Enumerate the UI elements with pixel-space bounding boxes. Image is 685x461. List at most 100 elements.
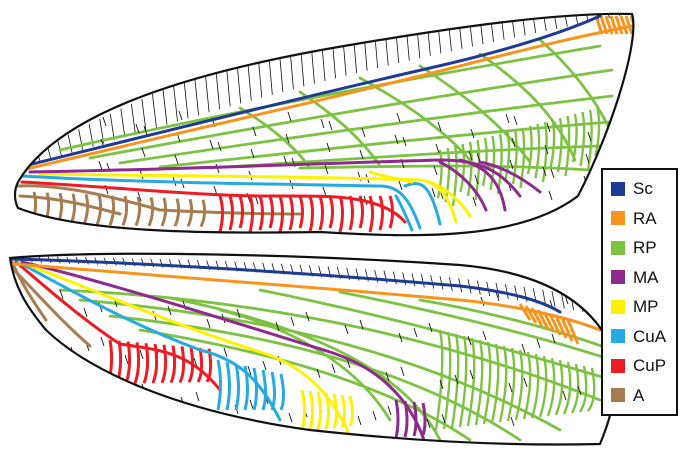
costal-crossvein: [431, 275, 434, 288]
cup-branch: [108, 340, 112, 384]
crossvein: [250, 400, 253, 409]
rp-branch: [492, 344, 498, 423]
rp-branch: [476, 340, 482, 425]
costal-crossvein: [405, 16, 409, 60]
crossvein: [388, 406, 391, 415]
legend-swatch: [611, 211, 625, 225]
costal-crossvein: [58, 140, 62, 156]
mp-branch: [326, 393, 329, 429]
costal-crossvein: [469, 10, 473, 47]
costal-crossvein: [247, 55, 251, 100]
cup-branch: [340, 196, 343, 232]
mp-branch: [350, 396, 353, 426]
crossvein: [323, 187, 326, 196]
rp-branch: [524, 352, 530, 419]
crossvein: [582, 198, 585, 207]
forewing: [15, 6, 637, 235]
legend-item-cua: CuA: [611, 324, 676, 348]
legend-label: Sc: [633, 180, 653, 197]
costal-crossvein: [552, 291, 555, 307]
costal-crossvein: [279, 45, 283, 92]
crossvein: [362, 128, 365, 137]
cup-branch: [360, 196, 363, 228]
legend-label: MA: [633, 269, 659, 286]
mp-branch: [318, 392, 321, 430]
crossvein: [514, 116, 517, 125]
crossvein: [551, 169, 554, 178]
crossvein: [329, 121, 332, 130]
crossvein: [125, 355, 128, 364]
costal-crossvein: [458, 10, 462, 48]
crossvein: [373, 411, 376, 420]
crossvein: [84, 308, 87, 317]
cup-branch: [198, 348, 202, 382]
ma-branch: [423, 403, 425, 435]
rp-branch: [581, 112, 585, 166]
crossvein: [103, 117, 106, 126]
cup-branch: [310, 196, 313, 232]
costal-crossvein: [163, 89, 167, 124]
ma-branch: [405, 401, 407, 437]
vein-legend: Sc RA RP MA MP CuA CuP A: [601, 168, 678, 416]
forewing-rp-terminal-branches: [438, 108, 599, 206]
costal-crossvein: [342, 28, 346, 76]
costal-crossvein: [384, 271, 387, 284]
legend-swatch: [611, 329, 625, 343]
crossvein: [70, 110, 73, 119]
costal-crossvein: [152, 94, 156, 128]
rp-branch: [484, 342, 490, 424]
legend-item-rp: RP: [611, 236, 676, 260]
costal-crossvein: [412, 273, 415, 286]
crossvein: [509, 383, 512, 392]
cup-branch: [320, 196, 323, 230]
costal-crossvein: [363, 23, 367, 70]
crossvein: [196, 392, 199, 401]
a-branch: [84, 194, 88, 224]
crossvein: [506, 114, 509, 123]
costal-crossvein: [393, 272, 396, 285]
forewing-cup-veins: [22, 182, 405, 222]
legend-label: CuA: [633, 328, 666, 345]
legend-swatch: [611, 270, 625, 284]
legend-label: RP: [633, 239, 657, 256]
mp-branch: [334, 394, 337, 428]
costal-crossvein: [174, 85, 178, 122]
costal-crossvein: [505, 284, 508, 299]
costal-crossvein: [68, 135, 72, 153]
a-branch: [71, 194, 75, 225]
crossvein: [73, 381, 76, 390]
costal-crossvein: [416, 15, 420, 58]
a-branch: [136, 197, 140, 226]
crossvein: [537, 339, 540, 348]
crossvein: [397, 113, 400, 122]
costal-crossvein: [384, 20, 388, 66]
costal-crossvein: [353, 26, 357, 73]
costal-crossvein: [184, 80, 188, 118]
costal-crossvein: [421, 274, 424, 287]
crossvein: [101, 337, 104, 346]
rp-branch: [573, 114, 577, 162]
rp-branch: [444, 332, 450, 429]
crossvein: [563, 391, 566, 400]
mp-branch: [310, 391, 313, 431]
cup-branch: [350, 196, 353, 230]
crossvein: [207, 319, 210, 328]
legend-swatch: [611, 300, 625, 314]
costal-crossvein: [374, 21, 378, 68]
legend-swatch: [611, 359, 625, 373]
crossvein: [288, 112, 291, 121]
cup-branch: [270, 196, 273, 228]
crossvein: [522, 344, 525, 353]
legend-label: MP: [633, 298, 659, 315]
crossvein: [399, 181, 402, 190]
rp-branch: [536, 124, 540, 178]
a-branch: [149, 197, 153, 225]
cup-branch: [330, 196, 333, 228]
crossvein: [436, 144, 439, 153]
crossvein: [332, 364, 335, 373]
costal-crossvein: [268, 48, 272, 95]
legend-item-a: A: [611, 383, 676, 407]
cua-branch: [236, 364, 239, 410]
costal-crossvein: [289, 42, 293, 89]
crossvein: [263, 361, 266, 370]
